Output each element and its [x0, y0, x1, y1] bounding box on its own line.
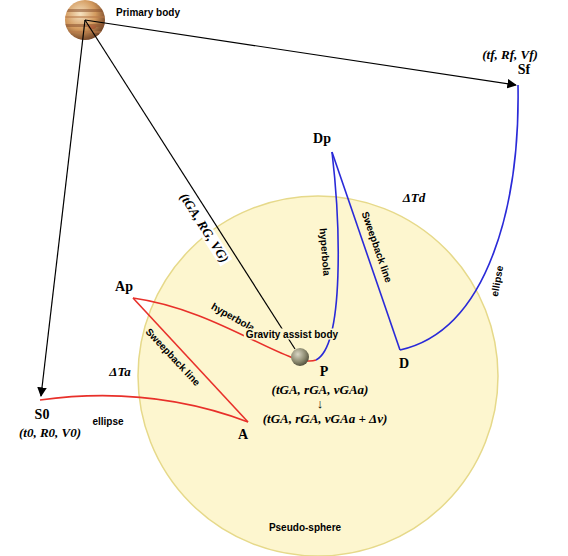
region-label: Pseudo-sphere [269, 522, 341, 533]
point-label: Sf [518, 62, 530, 77]
curve-label: ellipse [489, 265, 505, 298]
arrival-ellipse [40, 396, 248, 422]
state-label: (t0, R0, V0) [19, 426, 81, 440]
time-label: ΔTd [403, 191, 426, 205]
point-label: P [320, 364, 329, 379]
state-label: (tGA, rGA, vGAa) [272, 383, 369, 397]
body-label: Gravity assist body [244, 329, 340, 340]
point-label: Dp [313, 131, 331, 146]
curve-label: ellipse [92, 416, 123, 427]
arrow-symbol: ↓ [317, 397, 324, 411]
point-label: Ap [115, 279, 133, 294]
state-label: (tf, Rf, Vf) [482, 48, 538, 62]
state-label: (tGA, rGA, vGAa + Δv) [263, 412, 388, 426]
position-vector [41, 20, 85, 396]
pseudo-sphere [138, 196, 498, 556]
departure-sweepback-line [332, 152, 400, 350]
time-label: ΔTa [109, 365, 130, 379]
position-vector [85, 20, 516, 85]
point-label: A [238, 427, 248, 442]
gravity-assist-body [291, 348, 309, 366]
point-label: D [399, 356, 409, 371]
point-label: S0 [35, 407, 50, 422]
position-vector [85, 20, 295, 349]
body-label: Primary body [116, 7, 180, 18]
departure-ellipse [400, 85, 518, 350]
